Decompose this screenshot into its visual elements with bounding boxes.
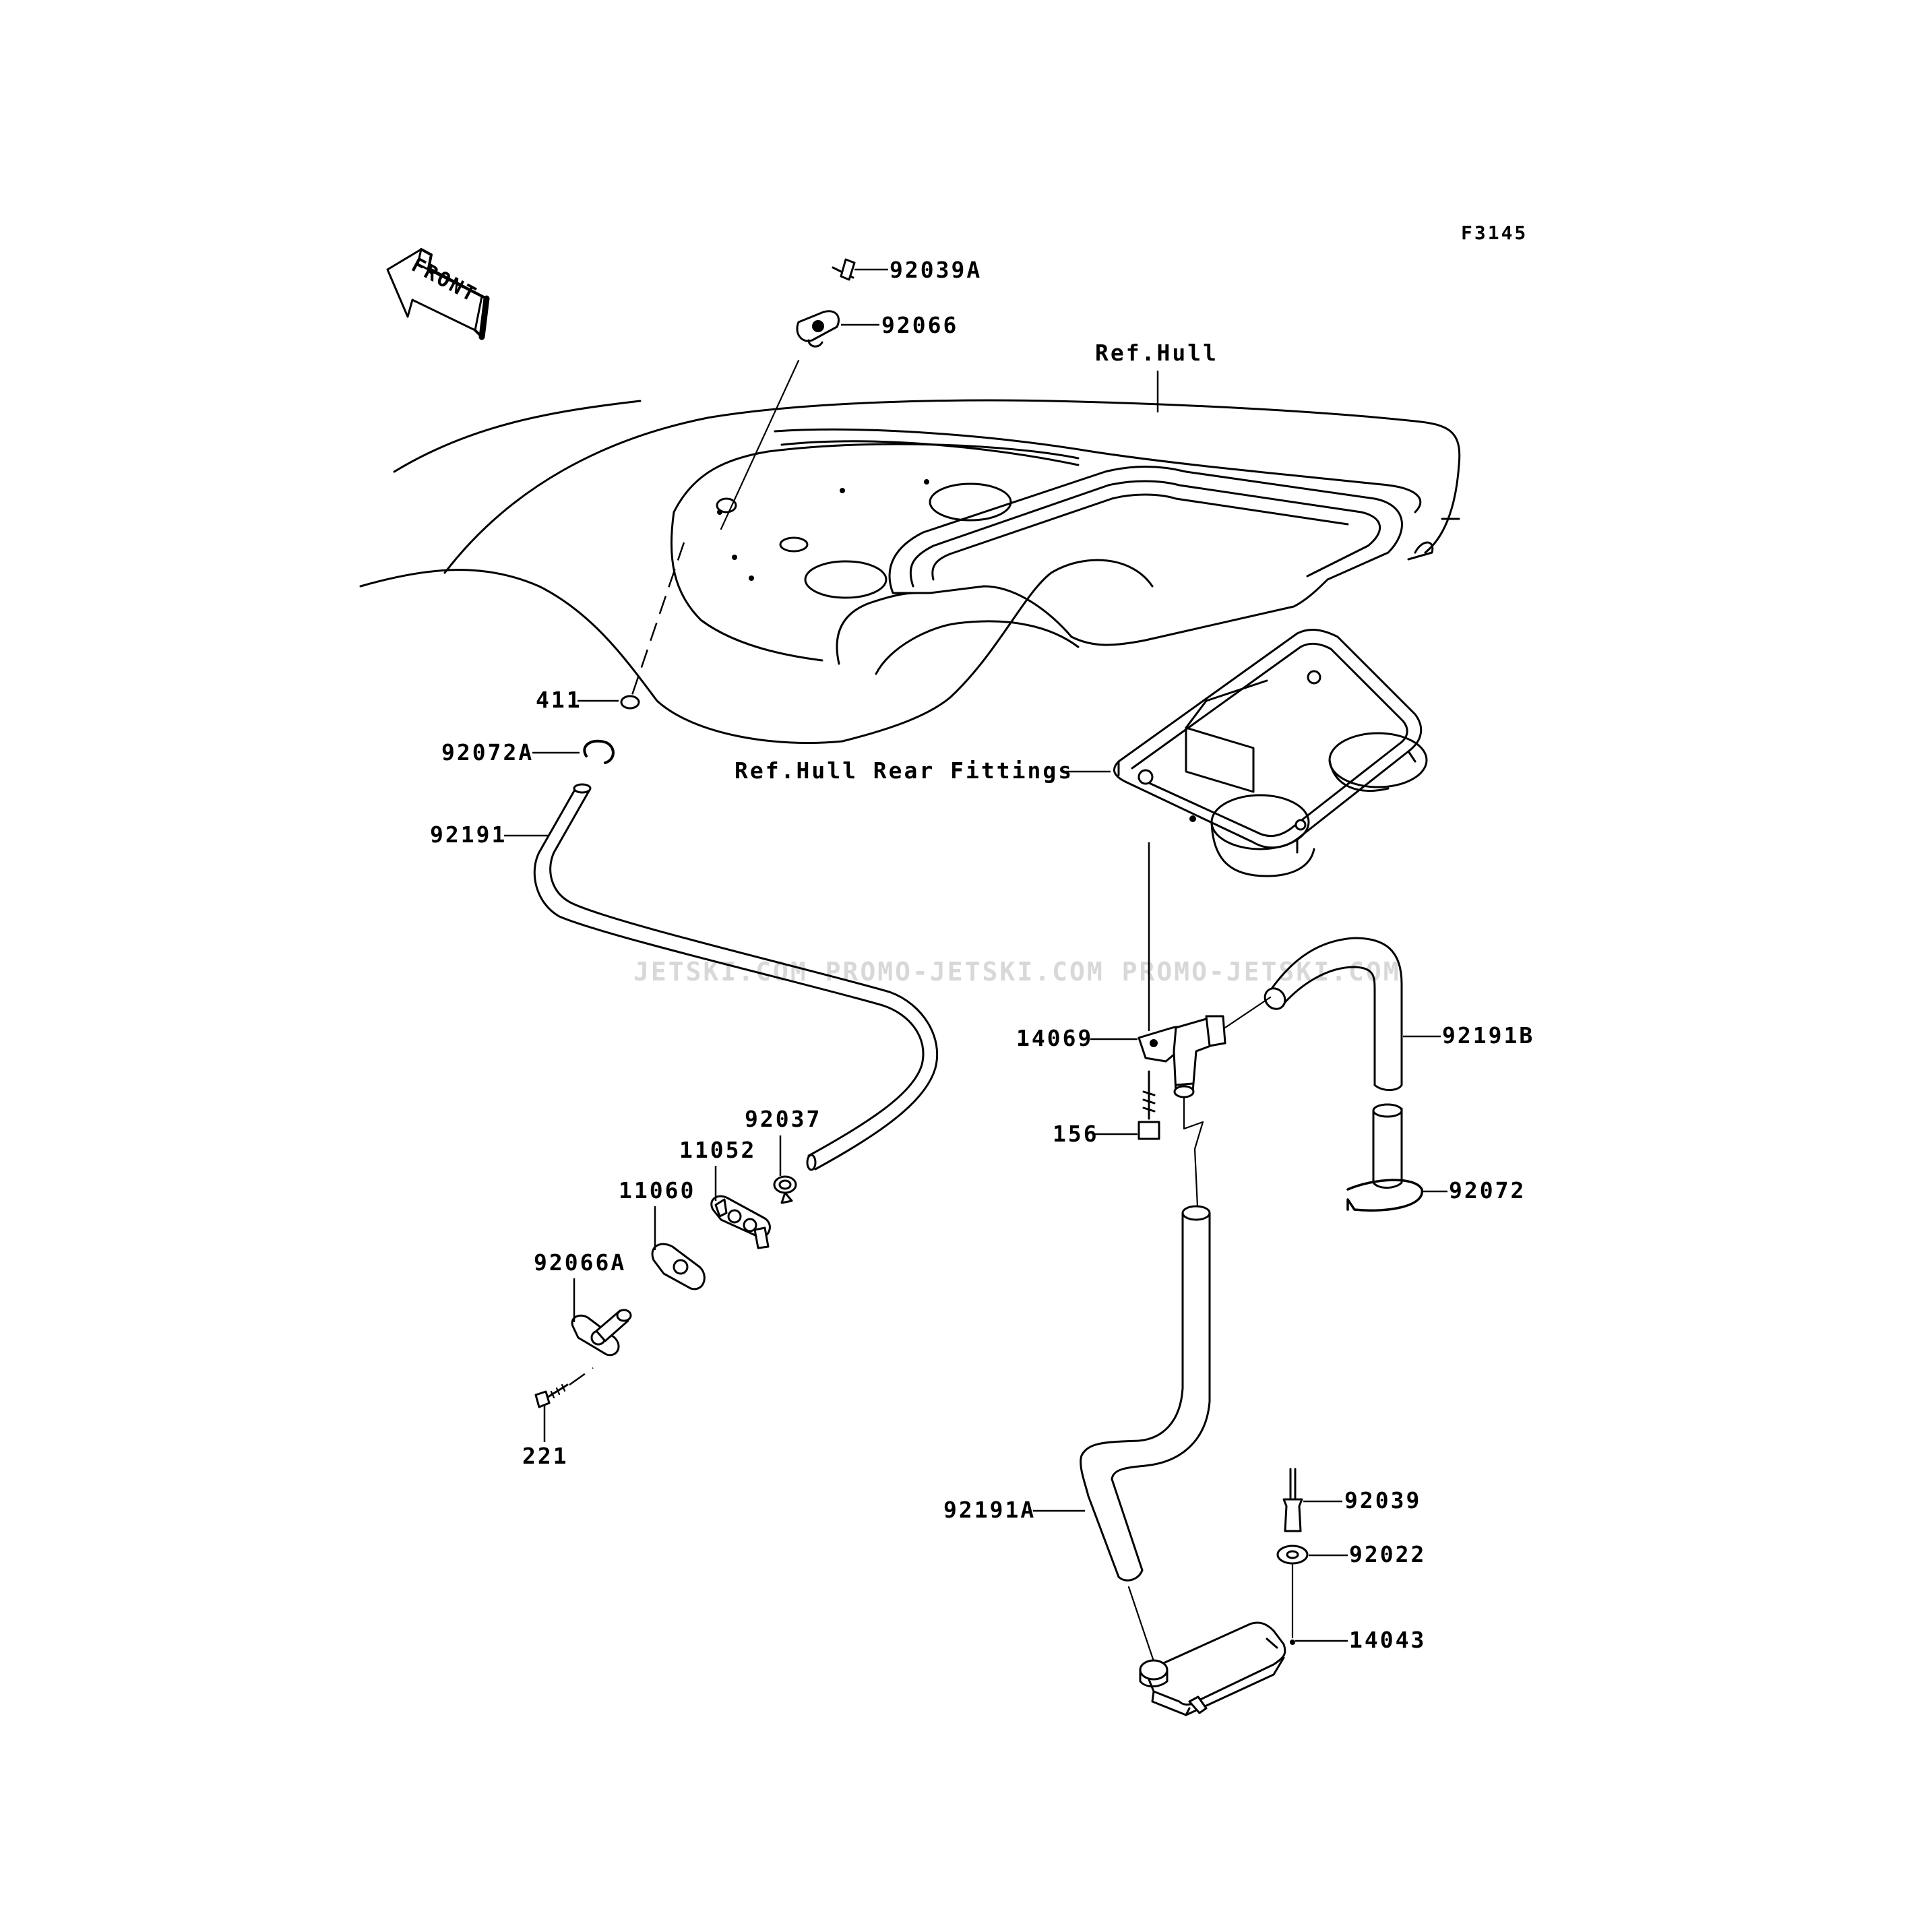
- part-11052-plate: [710, 1195, 771, 1249]
- label-221: 221: [522, 1443, 569, 1469]
- part-92066A-fitting: [571, 1309, 632, 1357]
- part-14043-cover: [1139, 1621, 1295, 1716]
- part-92191-hose: [533, 783, 939, 1171]
- watermark-text: JETSKI.COM PROMO-JETSKI.COM PROMO-JETSKI…: [633, 957, 1401, 987]
- label-ref-hull-rear-fittings: Ref.Hull Rear Fittings: [735, 757, 1073, 784]
- label-92072: 92072: [1449, 1177, 1526, 1204]
- label-92066A: 92066A: [534, 1249, 626, 1276]
- part-92039-rivet: [1282, 1468, 1303, 1532]
- label-411: 411: [536, 687, 582, 713]
- part-92066-fitting: [796, 310, 840, 348]
- label-92191: 92191: [430, 821, 507, 848]
- label-14043: 14043: [1349, 1627, 1426, 1653]
- label-11060: 11060: [619, 1177, 695, 1204]
- hull-drawing: [359, 399, 1461, 744]
- front-direction-arrow-icon: FRONT: [386, 248, 490, 340]
- label-92039: 92039: [1344, 1487, 1421, 1514]
- figure-code: F3145: [1461, 222, 1528, 244]
- part-92022-washer: [1276, 1545, 1309, 1565]
- part-221-screw: [534, 1383, 569, 1408]
- part-92039A-rivet: [832, 258, 856, 281]
- label-14069: 14069: [1016, 1025, 1093, 1051]
- label-ref-hull: Ref.Hull: [1095, 340, 1218, 366]
- label-92191B: 92191B: [1442, 1022, 1534, 1049]
- part-14069-elbow-fitting: [1138, 1015, 1226, 1098]
- label-92022: 92022: [1349, 1541, 1426, 1567]
- part-92191B-hose: [1224, 937, 1403, 1189]
- label-92072A: 92072A: [441, 739, 534, 766]
- part-11060-gasket: [651, 1243, 706, 1290]
- label-156: 156: [1053, 1121, 1099, 1147]
- part-92191A-hose: [1080, 1205, 1211, 1582]
- part-92037-clamp: [773, 1175, 797, 1204]
- label-92039A: 92039A: [890, 257, 982, 283]
- part-156-bolt: [1138, 1070, 1160, 1140]
- label-92191A: 92191A: [943, 1497, 1036, 1523]
- label-92037: 92037: [745, 1106, 821, 1132]
- label-92066: 92066: [881, 312, 958, 338]
- part-92072A-clamp: [583, 739, 615, 764]
- part-92072-clamp: [1346, 1179, 1423, 1212]
- hull-rear-fittings-tray: [1113, 629, 1428, 877]
- label-11052: 11052: [679, 1137, 756, 1163]
